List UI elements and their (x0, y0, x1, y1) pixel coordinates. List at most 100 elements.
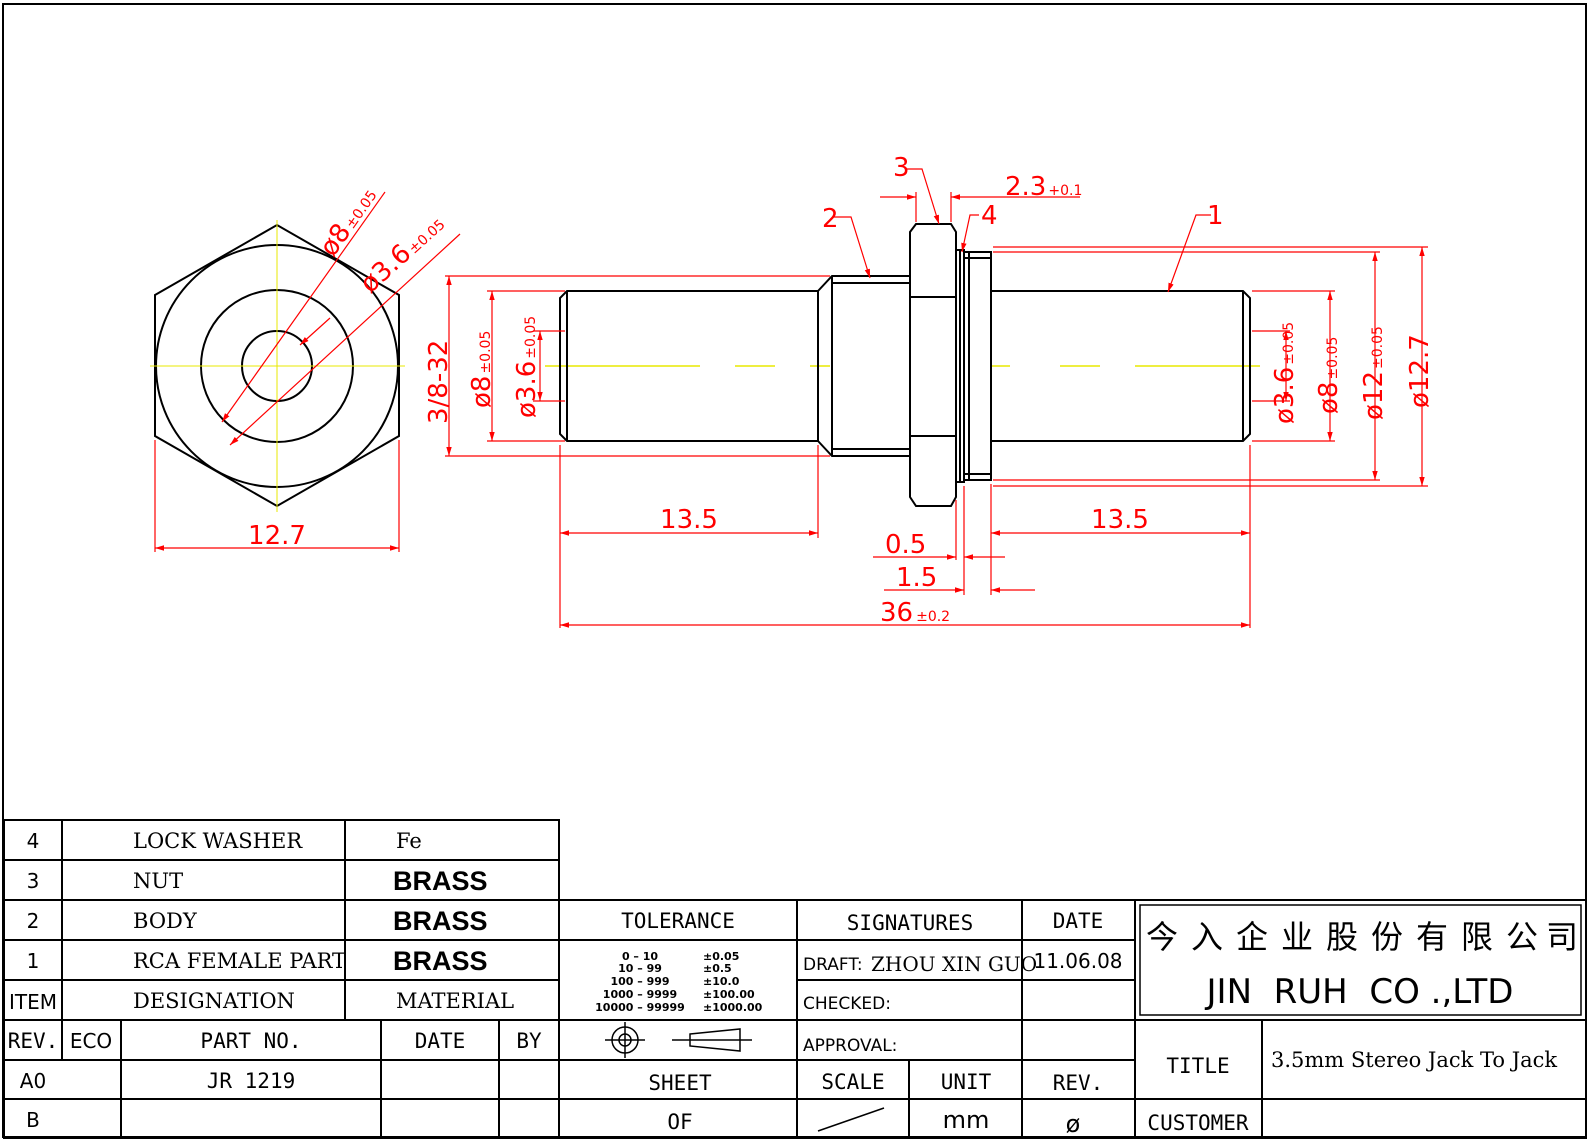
bom-designation-4: LOCK WASHER (133, 829, 303, 853)
company-chinese-8: 公 (1506, 918, 1538, 956)
bom-header-designation: DESIGNATION (133, 989, 295, 1013)
bom-header-material: MATERIAL (396, 989, 514, 1013)
scale-slash (817, 1107, 885, 1132)
tolerance-section: TOLERANCE 0 – 10 10 – 99 100 – 999 1000 … (595, 909, 763, 1134)
washer-dia-label: ø12±0.05 (1359, 326, 1389, 420)
bom-material-1: BRASS (393, 946, 488, 976)
hex-dia36-arrow (299, 317, 331, 346)
tolerance-range-3: 1000 – 9999 (603, 988, 677, 1001)
hex-dia36-label: ø3.6±0.05 (355, 209, 451, 300)
bom-header-item: ITEM (9, 990, 57, 1014)
unit-value: mm (943, 1106, 990, 1134)
rev-row-a0: A0 (20, 1069, 46, 1093)
bom-material-2: BRASS (393, 906, 488, 936)
right-outer-dia-label: ø8±0.05 (1314, 337, 1344, 414)
part-outline (559, 223, 1251, 507)
nut-thickness-label: 2.3+0.1 (1005, 172, 1082, 202)
approval-label: APPROVAL: (803, 1036, 897, 1056)
callout-2: 2 (822, 204, 839, 234)
left-inner-dia-label: ø3.6±0.05 (512, 316, 542, 418)
bom-item-2: 2 (27, 909, 40, 933)
callouts (833, 168, 1211, 293)
bom-material-3: BRASS (393, 866, 488, 896)
title-block (3, 819, 1587, 1139)
thread-label: 3/8-32 (424, 340, 454, 424)
signatures-date-label: DATE (1053, 909, 1104, 933)
scale-label: SCALE (821, 1070, 884, 1094)
rev-part-no-a0: JR 1219 (207, 1069, 296, 1093)
tolerance-title: TOLERANCE (621, 909, 735, 933)
projection-symbol-icon (605, 1022, 752, 1058)
rev-row-b: B (26, 1108, 40, 1132)
right-inner-dia-label: ø3.6±0.05 (1270, 322, 1300, 424)
signatures-title: SIGNATURES (847, 911, 973, 935)
tolerance-range-2: 100 – 999 (610, 975, 669, 988)
rev-header-date: DATE (415, 1029, 466, 1053)
right-vertical-dims (993, 246, 1428, 487)
bom-designation-1: RCA FEMALE PART (133, 949, 346, 973)
company-chinese-2: 企 (1236, 918, 1268, 956)
customer-label: CUSTOMER (1147, 1111, 1249, 1135)
tolerance-value-2: ±10.0 (703, 975, 740, 988)
left-vertical-dims (445, 275, 830, 457)
title-label: TITLE (1166, 1054, 1229, 1078)
bom-table: 4 LOCK WASHER Fe 3 NUT BRASS 2 BODY BRAS… (9, 829, 514, 1014)
signatures-section: SIGNATURES DATE DRAFT: ZHOU XIN GUO 11.0… (803, 909, 1123, 1056)
tolerance-range-0: 0 – 10 (622, 950, 658, 963)
tolerance-range-4: 10000 – 99999 (595, 1001, 685, 1014)
hex-end-view: ø8±0.05 ø3.6±0.05 12.7 (150, 181, 461, 552)
company-chinese-3: 业 (1281, 918, 1313, 956)
tolerance-range-1: 10 – 99 (618, 962, 662, 975)
flange-dia-label: ø12.7 (1405, 334, 1435, 408)
company-chinese-0: 今 (1146, 918, 1178, 956)
company-chinese-9: 司 (1546, 918, 1578, 956)
company-chinese-6: 有 (1416, 918, 1448, 956)
tolerance-value-1: ±0.5 (703, 962, 732, 975)
company-english: JIN RUH CO .,LTD (1205, 972, 1514, 1012)
callout-3: 3 (893, 153, 910, 183)
hex-width-label: 12.7 (248, 521, 306, 551)
company-chinese-1: 入 (1191, 918, 1223, 956)
left-outer-dia-label: ø8±0.05 (467, 331, 497, 408)
bom-material-4: Fe (396, 829, 422, 853)
rev-header-rev: REV. (8, 1029, 59, 1053)
bom-item-1: 1 (27, 949, 40, 973)
draft-label: DRAFT: (803, 955, 863, 975)
tolerance-value-3: ±100.00 (703, 988, 755, 1001)
revision-table: REV. ECO PART NO. DATE BY A0 JR 1219 B (8, 1029, 542, 1132)
title-customer: TITLE 3.5mm Stereo Jack To Jack CUSTOMER (1147, 1048, 1557, 1135)
hex-dia36-leader (229, 233, 461, 446)
unit-label: UNIT (941, 1070, 992, 1094)
horizontal-dims (559, 445, 1251, 628)
sheet-label: SHEET (648, 1071, 712, 1095)
rev-header-part-no: PART NO. (200, 1029, 301, 1053)
rev-header-eco: ECO (70, 1029, 112, 1053)
total-length-label: 36±0.2 (880, 598, 950, 628)
nut-thickness-dim (880, 192, 1080, 222)
right-length-label: 13.5 (1091, 505, 1149, 535)
of-label: OF (667, 1110, 692, 1134)
rev-header-by: BY (516, 1029, 542, 1053)
scale-unit-rev: SCALE UNIT REV. mm ø (817, 1070, 1104, 1138)
washer-gap-label: 0.5 (885, 530, 926, 560)
callout-4: 4 (981, 201, 998, 231)
callout-1: 1 (1207, 201, 1224, 231)
checked-label: CHECKED: (803, 994, 891, 1014)
rev-value: ø (1066, 1110, 1081, 1138)
bom-item-3: 3 (27, 869, 40, 893)
company-chinese-7: 限 (1461, 918, 1493, 956)
bom-designation-3: NUT (133, 869, 183, 893)
flange-width-label: 1.5 (896, 563, 937, 593)
bom-designation-2: BODY (133, 909, 198, 933)
hex-dia8-label: ø8±0.05 (314, 181, 383, 262)
bom-item-4: 4 (27, 829, 40, 853)
rev-label: REV. (1053, 1071, 1104, 1095)
company-block: 今 入 企 业 股 份 有 限 公 司 JIN RUH CO .,LTD (1146, 918, 1578, 1012)
draft-date: 11.06.08 (1033, 949, 1122, 973)
side-view: 1 2 3 4 2.3+0.1 3/8-32 ø8±0.05 ø3.6±0.05 (424, 153, 1435, 628)
title-value: 3.5mm Stereo Jack To Jack (1271, 1048, 1557, 1072)
hex-dia8-leader (221, 191, 386, 423)
draft-name: ZHOU XIN GUO (871, 952, 1037, 976)
company-chinese-5: 份 (1371, 918, 1403, 956)
